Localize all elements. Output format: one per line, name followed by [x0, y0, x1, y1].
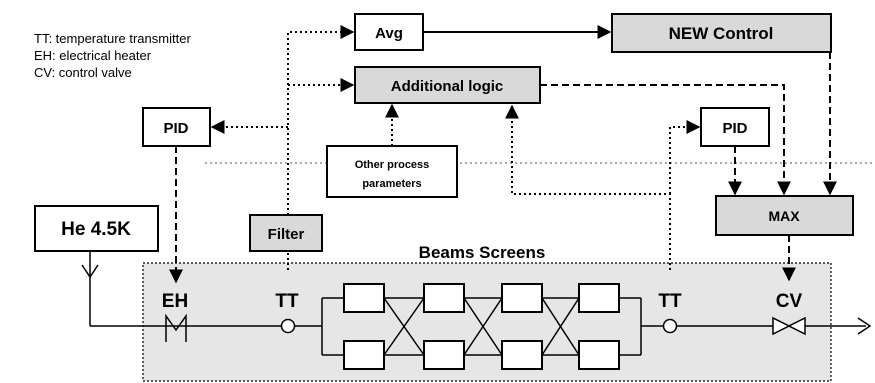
- avg-block: Avg: [354, 13, 424, 51]
- cv-label: CV: [776, 291, 803, 312]
- pid-left-label: PID: [163, 120, 188, 137]
- beam-screens-region: [142, 262, 832, 382]
- filter-to-avg: [287, 25, 355, 215]
- avg-label: Avg: [375, 25, 403, 42]
- beam-screen-network: [321, 283, 642, 370]
- max-block: MAX: [715, 195, 854, 236]
- pid-right-block: PID: [700, 107, 770, 147]
- legend: TT: temperature transmitter EH: electric…: [34, 30, 191, 81]
- eh-heater-symbol: [165, 313, 187, 342]
- pid-right-label: PID: [722, 120, 747, 137]
- eh-label: EH: [162, 291, 188, 312]
- tt-right-to-logic: [505, 104, 671, 270]
- tt-left-symbol: [280, 318, 296, 334]
- pid-left-block: PID: [142, 107, 211, 147]
- other-params-block: Other process parameters: [326, 145, 458, 198]
- legend-item-cv: CV: control valve: [34, 65, 132, 80]
- additional-logic-label: Additional logic: [391, 78, 504, 95]
- new-control-label: NEW Control: [669, 24, 774, 43]
- filter-block: Filter: [249, 214, 323, 252]
- he-supply-block: He 4.5K: [34, 205, 159, 252]
- tt-right-to-pid-right: [669, 120, 701, 194]
- tt-right-label: TT: [658, 291, 682, 312]
- legend-item-eh: EH: electrical heater: [34, 48, 152, 63]
- max-label: MAX: [768, 208, 800, 224]
- outlet-arrowhead: [857, 317, 872, 335]
- new-control-block: NEW Control: [611, 13, 832, 53]
- other-params-line2: parameters: [362, 178, 421, 190]
- tt-left-label: TT: [275, 291, 299, 312]
- tt-right-symbol: [662, 318, 678, 334]
- additional-logic-block: Additional logic: [354, 66, 541, 104]
- he-supply-label: He 4.5K: [61, 219, 131, 240]
- filter-label: Filter: [268, 226, 305, 243]
- other-params-line1: Other process: [355, 159, 430, 171]
- logic-to-max: [540, 84, 791, 196]
- he-supply-arrowhead: [81, 264, 99, 279]
- beam-screens-label: Beams Screens: [419, 243, 546, 262]
- legend-item-tt: TT: temperature transmitter: [34, 31, 191, 46]
